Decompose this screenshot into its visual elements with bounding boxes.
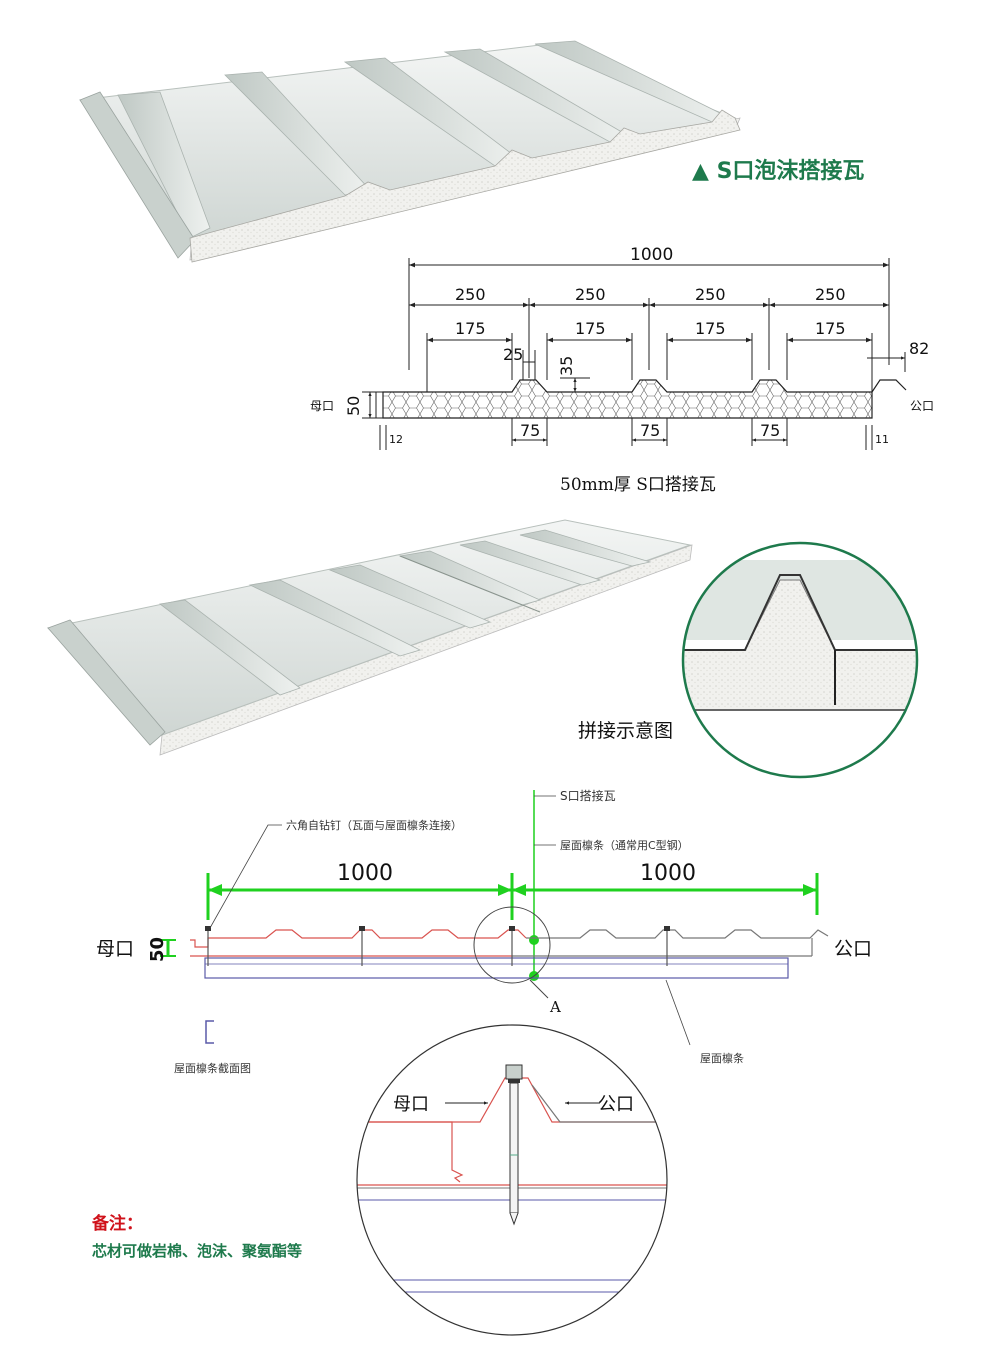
cross-section-profile <box>375 379 907 419</box>
callout-panel: S口搭接瓦 <box>560 788 616 803</box>
dim-left-edge: 12 <box>389 433 403 446</box>
c-section-icon <box>205 1020 214 1044</box>
dim-gap-3: 175 <box>695 319 726 338</box>
dim-rib-top: 25 <box>503 345 523 364</box>
detail-a-ring <box>356 1024 668 1336</box>
dim-rib-base-2: 75 <box>640 421 660 440</box>
dim-right-overlap: 82 <box>909 339 929 358</box>
c-section-caption: 屋面檩条截面图 <box>174 1061 251 1075</box>
install-label-male: 公口 <box>834 938 872 960</box>
dim-gap-4: 175 <box>815 319 846 338</box>
dim-pitch-4: 250 <box>815 285 846 304</box>
detail-label-male: 公口 <box>598 1094 634 1115</box>
dim-right-edge: 11 <box>875 433 889 446</box>
dim-pitch-3: 250 <box>695 285 726 304</box>
joint-detail-ring <box>681 541 919 779</box>
install-label-female: 母口 <box>96 938 134 960</box>
detail-marker: A <box>549 998 561 1016</box>
panel-render-top <box>79 40 741 263</box>
notes-text: 芯材可做岩棉、泡沫、聚氨酯等 <box>92 1242 302 1260</box>
detail-label-female: 母口 <box>393 1094 429 1115</box>
notes-title: 备注： <box>91 1213 143 1234</box>
cross-section-drawing <box>362 258 906 450</box>
joint-detail-circle <box>683 543 917 777</box>
span-left: 1000 <box>337 861 393 886</box>
dim-gap-1: 175 <box>455 319 486 338</box>
panel-render-joined <box>46 519 693 756</box>
dim-rib-height: 35 <box>557 356 576 376</box>
dim-rib-base-1: 75 <box>520 421 540 440</box>
dim-pitch-1: 250 <box>455 285 486 304</box>
detail-a-circle <box>357 1025 667 1335</box>
dim-pitch-2: 250 <box>575 285 606 304</box>
cross-section-caption: 50mm厚 S口搭接瓦 <box>560 475 716 495</box>
dim-rib-base-3: 75 <box>760 421 780 440</box>
span-right: 1000 <box>640 861 696 886</box>
dim-gap-2: 175 <box>575 319 606 338</box>
label-male-edge: 公口 <box>910 399 934 413</box>
callout-purlin-type: 屋面檩条（通常用C型钢） <box>560 838 689 852</box>
install-drawing <box>160 790 829 1046</box>
label-female-edge: 母口 <box>310 399 334 413</box>
callout-screw: 六角自钻钉（瓦面与屋面檩条连接） <box>286 818 462 832</box>
purlin-label: 屋面檩条 <box>700 1051 744 1065</box>
install-thickness: 50 <box>147 937 168 962</box>
joint-caption: 拼接示意图 <box>578 720 673 742</box>
dim-total: 1000 <box>630 245 673 265</box>
caption-top: ▲ S口泡沫搭接瓦 <box>692 158 864 184</box>
dim-thickness: 50 <box>344 396 363 416</box>
